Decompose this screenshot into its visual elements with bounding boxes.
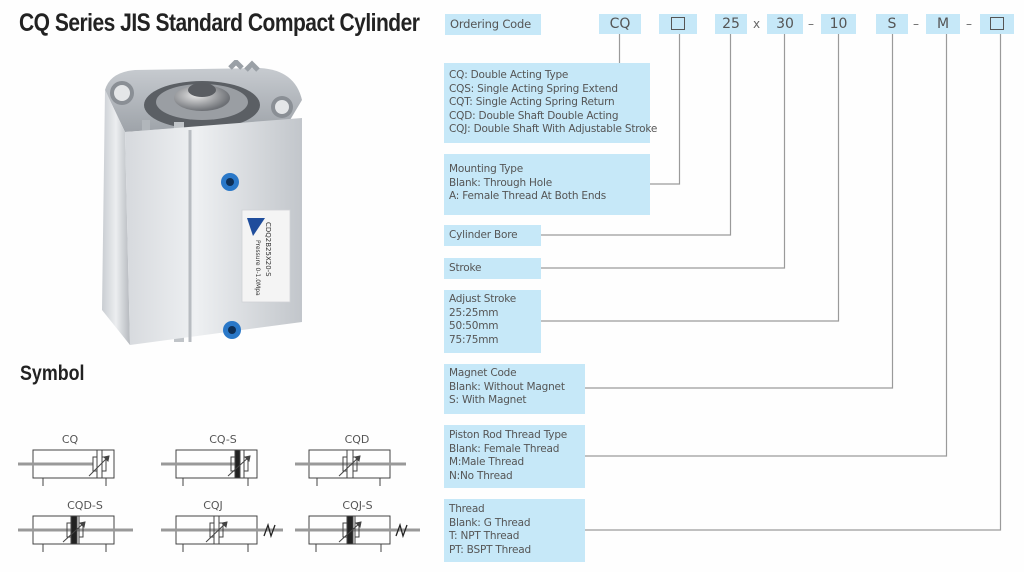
code-rod-value: M (936, 16, 950, 32)
series-option: CQ: Double Acting Type (449, 69, 569, 81)
rod-option: Blank: Female Thread (449, 442, 560, 455)
thread-option: Blank: G Thread (449, 516, 531, 529)
code-separator-dash: – (808, 17, 814, 31)
series-option: CQT: Single Acting Spring Return (449, 96, 615, 108)
ordering-code-label: Ordering Code (445, 14, 541, 35)
thread-heading: Thread (449, 503, 485, 515)
cylinder-symbol-cqd (295, 449, 406, 486)
symbol-cqd: CQD (292, 433, 422, 488)
magnet-option: Blank: Without Magnet (449, 380, 565, 393)
thread-box: Thread Blank: G Thread T: NPT Thread PT:… (444, 499, 585, 562)
magnet-heading: Magnet Code (449, 367, 517, 379)
symbol-cqd-s: CQD-S (15, 499, 145, 554)
symbol-cqj: CQJ (158, 499, 288, 554)
cylinder-symbol-cq-s (161, 449, 258, 486)
magnet-option: S: With Magnet (449, 394, 527, 406)
adjust-option: 75:75mm (449, 333, 499, 346)
adjust-option: 25:25mm (449, 306, 499, 319)
code-separator-dash: – (966, 17, 972, 31)
cylinder-product-image: CDQ2B25X20-S Pressure 0-1.0Mpa (102, 60, 302, 345)
code-adjust-value: 10 (829, 16, 848, 32)
connector-rod-thread (584, 34, 948, 457)
adjust-stroke-box: Adjust Stroke 25:25mm 50:50mm 75:75mm (444, 290, 541, 353)
adjust-symbol-icon (395, 522, 408, 539)
product-model-text: CDQ2B25X20-S (264, 222, 272, 277)
code-segment-magnet: S (876, 14, 908, 34)
code-segment-series: CQ (599, 14, 641, 34)
symbol-label: CQJ (203, 499, 223, 512)
connector-thread (584, 34, 1002, 531)
page-title: CQ Series JIS Standard Compact Cylinder (19, 9, 420, 37)
mounting-option: A: Female Thread At Both Ends (449, 190, 607, 202)
rod-heading: Piston Rod Thread Type (449, 429, 568, 441)
series-description-box: CQ: Double Acting Type CQS: Single Actin… (444, 63, 658, 143)
cylinder-symbol-cq (18, 449, 115, 486)
cylinder-symbol-cqd-s (18, 515, 133, 552)
magnet-code-box: Magnet Code Blank: Without Magnet S: Wit… (444, 364, 585, 414)
blank-square-icon (990, 16, 1004, 30)
series-option: CQJ: Double Shaft With Adjustable Stroke (449, 123, 658, 135)
stroke-heading: Stroke (449, 262, 482, 274)
connector-mounting (650, 34, 681, 185)
symbol-label: CQJ-S (342, 499, 373, 512)
mounting-option: Blank: Through Hole (449, 176, 552, 189)
code-segment-thread (980, 14, 1014, 34)
symbol-heading: Symbol (20, 362, 85, 385)
ordering-code-label-text: Ordering Code (450, 17, 531, 31)
mounting-heading: Mounting Type (449, 163, 524, 175)
code-segment-bore: 25 (715, 14, 747, 34)
code-series-value: CQ (609, 16, 631, 32)
symbol-label: CQD (344, 433, 370, 446)
adjust-option: 50:50mm (449, 320, 499, 332)
symbol-cq: CQ (15, 433, 145, 488)
code-segment-stroke: 30 (767, 14, 803, 34)
mounting-type-box: Mounting Type Blank: Through Hole A: Fem… (444, 154, 650, 215)
rod-option: M:Male Thread (449, 456, 524, 468)
symbol-label: CQD-S (67, 499, 103, 512)
code-segment-mounting (659, 14, 697, 34)
symbol-cq-s: CQ-S (158, 433, 288, 488)
symbol-cqj-s: CQJ-S (292, 499, 427, 554)
adjust-symbol-icon (263, 522, 276, 539)
thread-option: T: NPT Thread (449, 530, 520, 542)
thread-option: PT: BSPT Thread (449, 543, 531, 556)
code-segment-adjust: 10 (821, 14, 856, 34)
code-stroke-value: 30 (776, 16, 794, 32)
symbol-label: CQ (61, 433, 79, 446)
product-pressure-text: Pressure 0-1.0Mpa (254, 240, 261, 296)
code-separator-dash: – (913, 17, 919, 31)
adjust-heading: Adjust Stroke (449, 293, 517, 305)
cylinder-symbol-cqj (161, 515, 283, 552)
rod-option: N:No Thread (449, 469, 513, 482)
piston-rod-thread-box: Piston Rod Thread Type Blank: Female Thr… (444, 425, 585, 488)
connector-stroke (541, 34, 786, 269)
series-option: CQD: Double Shaft Double Acting (449, 109, 619, 122)
code-magnet-value: S (887, 16, 897, 32)
connector-bore (541, 34, 732, 236)
connector-adjust (541, 34, 840, 322)
code-bore-value: 25 (722, 16, 740, 32)
cylinder-symbol-cqj-s (295, 515, 420, 552)
blank-square-icon (671, 16, 685, 30)
code-separator-x: x (753, 17, 761, 31)
cylinder-bore-box: Cylinder Bore (444, 225, 541, 246)
bore-heading: Cylinder Bore (449, 229, 518, 241)
brand-logo-icon (247, 218, 265, 236)
stroke-box: Stroke (444, 258, 541, 279)
code-segment-rod-thread: M (926, 14, 960, 34)
symbol-label: CQ-S (209, 433, 237, 446)
connector-magnet (584, 34, 894, 389)
series-option: CQS: Single Acting Spring Extend (449, 82, 618, 95)
